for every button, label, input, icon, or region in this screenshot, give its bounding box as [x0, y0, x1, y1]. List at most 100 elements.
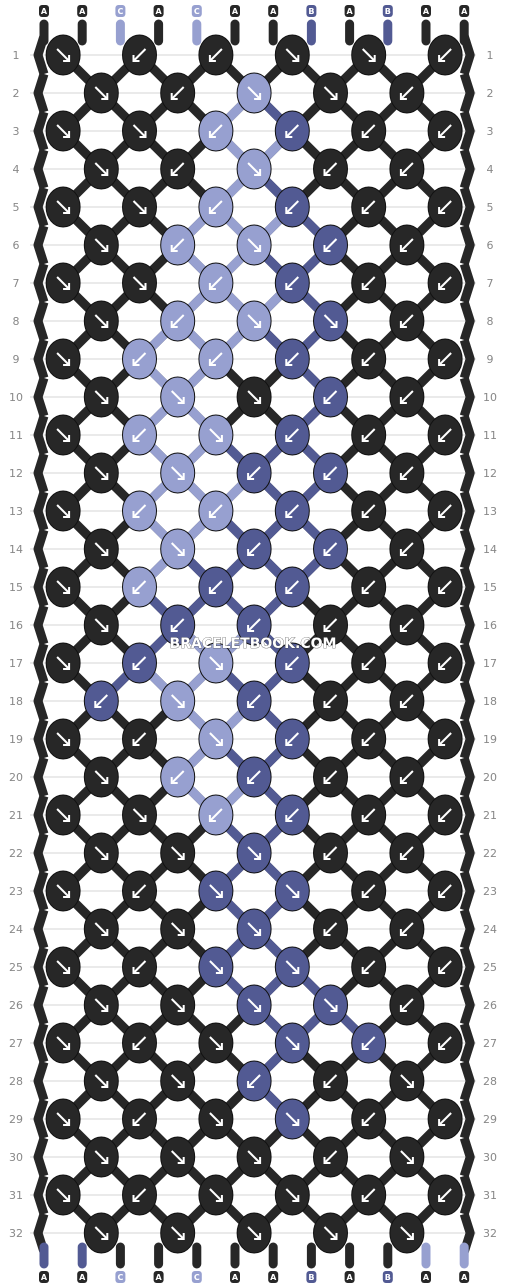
- arrow-down-left-icon: [247, 1074, 261, 1088]
- knot: [427, 490, 463, 532]
- knot: [427, 1174, 463, 1216]
- arrow-head-icon: [406, 1233, 414, 1240]
- knot: [198, 186, 234, 228]
- arrow-head-icon: [132, 1043, 140, 1050]
- arrow-head-icon: [139, 207, 147, 214]
- arrow-head-icon: [208, 511, 216, 518]
- arrow-head-icon: [101, 625, 109, 632]
- knot: [427, 794, 463, 836]
- row-number-right: 23: [483, 885, 497, 898]
- knot: [45, 490, 81, 532]
- knot: [122, 262, 157, 304]
- knot: [389, 1136, 425, 1178]
- arrow-head-icon: [399, 625, 407, 632]
- arrow-head-icon: [132, 967, 140, 974]
- edge-strand: [459, 946, 475, 988]
- arrow-head-icon: [254, 1005, 262, 1012]
- knot: [160, 1060, 196, 1102]
- knot: [198, 110, 234, 152]
- arrow-down-left-icon: [438, 1036, 452, 1050]
- arrow-down-left-icon: [285, 808, 300, 822]
- strand-label-top-chip: [153, 5, 164, 17]
- arrow-head-icon: [254, 245, 262, 252]
- arrow-head-icon: [63, 435, 71, 442]
- edge-strand: [33, 680, 49, 722]
- arrow-head-icon: [361, 511, 369, 518]
- arrow-head-icon: [323, 397, 331, 404]
- knot: [313, 604, 348, 646]
- arrow-head-icon: [63, 1043, 71, 1050]
- arrow-head-icon: [177, 549, 185, 556]
- arrow-head-icon: [399, 397, 407, 404]
- arrow-head-icon: [101, 169, 109, 176]
- edge-strand: [33, 984, 49, 1026]
- arrow-down-right-icon: [209, 1188, 223, 1202]
- arrow-head-icon: [101, 777, 109, 784]
- strand-label-top: A: [423, 7, 430, 16]
- knot: [160, 300, 196, 342]
- arrow-head-icon: [438, 55, 446, 62]
- strand-label-bottom: A: [155, 1273, 162, 1282]
- row-number-right: 16: [483, 619, 497, 632]
- edge-strand: [459, 604, 475, 646]
- arrow-head-icon: [438, 891, 446, 898]
- arrow-down-left-icon: [170, 618, 185, 632]
- knot: [198, 794, 234, 836]
- strand-label-top-chip: [230, 5, 240, 17]
- edge-strand: [33, 262, 49, 304]
- knot: [198, 870, 234, 912]
- arrow-head-icon: [101, 853, 109, 860]
- arrow-down-left-icon: [400, 922, 414, 936]
- arrow-head-icon: [399, 777, 407, 784]
- arrow-head-icon: [438, 511, 446, 518]
- arrow-down-left-icon: [400, 694, 414, 708]
- arrow-down-left-icon: [132, 1036, 147, 1050]
- arrow-head-icon: [254, 321, 262, 328]
- knot: [351, 110, 387, 152]
- arrow-down-left-icon: [361, 1188, 376, 1202]
- arrow-head-icon: [361, 1195, 369, 1202]
- arrow-down-right-icon: [400, 1074, 414, 1088]
- arrow-down-right-icon: [170, 390, 185, 404]
- strand-label-top: B: [385, 7, 391, 16]
- row-number-right: 3: [487, 125, 494, 138]
- knot: [160, 72, 196, 114]
- arrow-down-left-icon: [209, 504, 223, 518]
- knot: [313, 528, 348, 570]
- knot: [351, 566, 387, 608]
- row-number-left: 2: [13, 87, 20, 100]
- arrow-down-left-icon: [323, 694, 338, 708]
- strand-label-top: A: [346, 7, 353, 16]
- arrow-head-icon: [361, 435, 369, 442]
- strand-label-bottom-chip: [230, 1271, 240, 1283]
- arrow-head-icon: [292, 1195, 300, 1202]
- arrow-head-icon: [254, 93, 262, 100]
- arrow-down-left-icon: [170, 162, 185, 176]
- arrow-down-left-icon: [438, 1188, 452, 1202]
- knot: [160, 832, 196, 874]
- row-number-left: 17: [9, 657, 23, 670]
- row-number-right: 7: [487, 277, 494, 290]
- arrow-head-icon: [254, 1157, 262, 1164]
- edge-strand: [459, 452, 475, 494]
- strand-label-bottom-chip: [153, 1271, 164, 1283]
- arrow-down-left-icon: [170, 238, 185, 252]
- edge-strand: [459, 414, 475, 456]
- arrow-down-left-icon: [438, 884, 452, 898]
- knot: [389, 680, 425, 722]
- edge-strand: [33, 452, 49, 494]
- arrow-down-left-icon: [323, 390, 338, 404]
- row-number-right: 9: [487, 353, 494, 366]
- knot: [198, 262, 234, 304]
- arrow-head-icon: [215, 739, 223, 746]
- arrow-down-left-icon: [209, 200, 223, 214]
- arrow-head-icon: [399, 853, 407, 860]
- arrow-head-icon: [361, 359, 369, 366]
- row-number-right: 18: [483, 695, 497, 708]
- arrow-head-icon: [361, 739, 369, 746]
- knot: [122, 186, 157, 228]
- arrow-down-right-icon: [247, 314, 261, 328]
- arrow-head-icon: [292, 55, 300, 62]
- arrow-down-right-icon: [170, 846, 185, 860]
- arrow-down-right-icon: [94, 846, 109, 860]
